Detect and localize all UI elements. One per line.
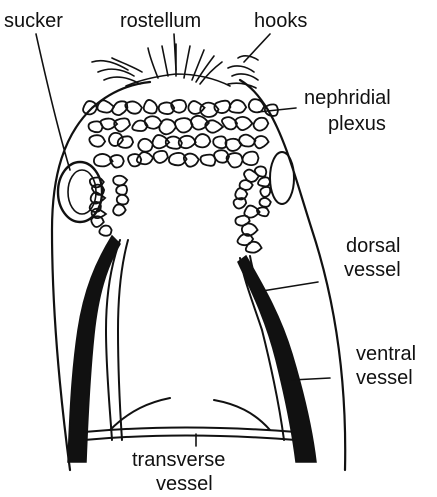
label-hooks: hooks <box>254 10 307 32</box>
plexus-cell <box>116 185 127 195</box>
labels: sucker rostellum hooks nephridial plexus… <box>4 10 416 495</box>
plexus-cell <box>254 118 269 131</box>
plexus-cell <box>89 135 105 147</box>
label-transverse-line1: transverse <box>132 449 225 471</box>
transverse-vessel <box>84 398 296 440</box>
plexus-cell <box>83 101 97 114</box>
label-ventral-line2: vessel <box>356 367 413 389</box>
plexus-cell <box>246 242 262 253</box>
plexus-cell <box>195 134 210 147</box>
label-rostellum: rostellum <box>120 10 201 32</box>
label-nephridial-line1: nephridial <box>304 87 391 109</box>
label-dorsal-line2: vessel <box>344 259 401 281</box>
plexus-cell <box>144 100 157 114</box>
sucker <box>58 162 102 222</box>
plexus-cell <box>249 99 265 112</box>
plexus-cell <box>259 198 270 207</box>
label-nephridial-line2: plexus <box>328 113 386 135</box>
nephridial-plexus <box>83 99 278 252</box>
plexus-cell <box>213 136 226 148</box>
plexus-cell <box>117 195 129 205</box>
plexus-cell <box>118 136 133 148</box>
plexus-cell <box>255 166 266 176</box>
plexus-cell <box>235 117 252 130</box>
plexus-cell <box>154 151 168 163</box>
plexus-cell <box>188 101 204 114</box>
plexus-cell <box>205 120 223 132</box>
plexus-cell <box>201 155 216 166</box>
label-sucker: sucker <box>4 10 63 32</box>
dorsal-vessel <box>106 240 294 440</box>
label-ventral-line1: ventral <box>356 343 416 365</box>
plexus-cell <box>99 226 111 236</box>
plexus-cell <box>239 135 255 147</box>
leader-sucker <box>36 34 70 170</box>
plexus-cell <box>175 118 193 132</box>
plexus-cell <box>258 177 270 186</box>
sucker-inner <box>68 170 96 214</box>
leader-dorsal <box>256 282 318 292</box>
plexus-cell <box>227 153 243 167</box>
label-dorsal-line1: dorsal <box>346 235 400 257</box>
plexus-cell <box>229 100 246 113</box>
plexus-cell <box>109 133 123 146</box>
leader-hooks <box>244 34 270 62</box>
label-transverse-line2: vessel <box>156 473 213 495</box>
plexus-cell <box>254 136 268 148</box>
plexus-cell <box>243 152 259 166</box>
plexus-cell <box>159 119 176 134</box>
plexus-cell <box>113 204 126 215</box>
sucker-right <box>270 152 294 204</box>
plexus-cell <box>137 152 153 164</box>
plexus-cell <box>260 187 270 197</box>
plexus-cell <box>138 139 153 152</box>
plexus-cell <box>113 176 127 186</box>
leader-rostellum <box>174 34 176 70</box>
